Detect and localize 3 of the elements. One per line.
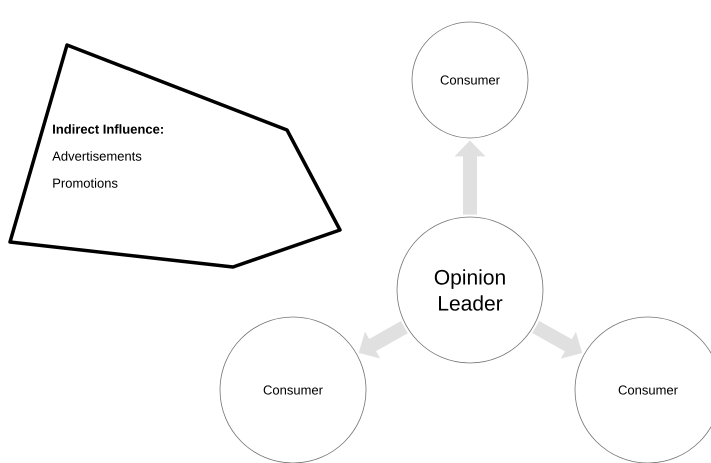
circle-node: Opinion Leader [396,216,544,364]
pentagon-box: Indirect Influence: Advertisements Promotions [8,43,342,269]
circle-node: Consumer [412,22,528,138]
